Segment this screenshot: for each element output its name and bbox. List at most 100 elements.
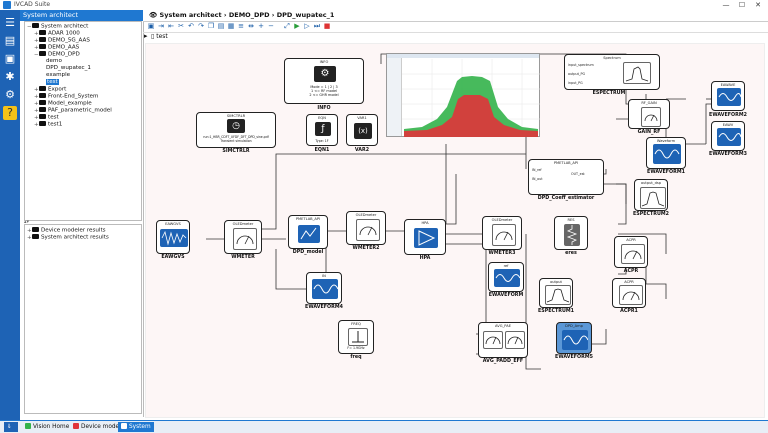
- expand-toggle-icon[interactable]: −: [27, 23, 32, 30]
- pin-icon[interactable]: ⇓: [4, 422, 18, 432]
- tree-item[interactable]: test: [41, 79, 59, 86]
- block-acpr[interactable]: ACPR: [614, 236, 648, 268]
- block-eqn[interactable]: EQN ƒ Type: 1F: [306, 114, 338, 146]
- block-freq[interactable]: FREQ F= 1.9GHz: [338, 320, 374, 354]
- block-ewaveform[interactable]: ref: [488, 262, 524, 292]
- expand-toggle-icon[interactable]: +: [34, 93, 39, 100]
- layout-icon[interactable]: ▤: [4, 34, 16, 47]
- panel-splitter[interactable]: ▴▾: [24, 219, 142, 227]
- run-icon[interactable]: ▶: [294, 22, 300, 30]
- block-header: Waveform: [656, 139, 676, 143]
- expand-toggle-icon[interactable]: +: [34, 121, 39, 128]
- tree-item[interactable]: −System architect: [27, 23, 88, 30]
- variable-icon: (x): [354, 123, 372, 139]
- block-ewaveform1[interactable]: Waveform: [646, 137, 686, 169]
- block-acpr1[interactable]: ACPR: [612, 278, 646, 308]
- block-ewaveform4[interactable]: IN: [306, 272, 342, 304]
- block-label: EQN1: [314, 148, 330, 153]
- tree-item[interactable]: +Model_example: [34, 100, 92, 107]
- block-eres[interactable]: RES: [554, 216, 588, 250]
- block-var[interactable]: VAR1 (x): [346, 114, 378, 146]
- block-wmeter2[interactable]: OLEDmeter: [346, 211, 386, 245]
- terminal-icon[interactable]: ▣: [4, 52, 16, 65]
- block-avg-padd-eff[interactable]: AVG_PAE: [478, 322, 528, 358]
- tree-item[interactable]: +PAF_parametric_model: [34, 107, 112, 114]
- spectrum-plot-window[interactable]: [386, 53, 540, 137]
- expand-toggle-icon[interactable]: +: [34, 37, 39, 44]
- debug-icon[interactable]: ▷: [304, 22, 310, 30]
- block-wmeter[interactable]: OLEDmeter: [224, 220, 262, 254]
- align-icon[interactable]: ≡: [238, 22, 244, 30]
- tree-item[interactable]: +DEMO_AAS: [34, 44, 79, 51]
- tab-test[interactable]: ▯ test: [151, 33, 168, 40]
- block-ewaveform5[interactable]: DPD_Amp: [556, 322, 592, 354]
- block-espectrum1[interactable]: output: [539, 278, 573, 308]
- save-icon[interactable]: ▣: [147, 22, 155, 30]
- expand-toggle-icon[interactable]: +: [34, 114, 39, 121]
- home-icon[interactable]: ☰: [5, 16, 15, 29]
- cut-icon[interactable]: ✂: [178, 22, 184, 30]
- tree-item[interactable]: +test: [34, 114, 59, 121]
- grid-icon[interactable]: ▦: [227, 22, 235, 30]
- expand-toggle-icon[interactable]: −: [34, 51, 39, 58]
- block-label: EAWGVS: [161, 255, 185, 260]
- block-dpd-model[interactable]: PMETLAB_API: [288, 215, 328, 249]
- taskbar-tab-active[interactable]: System: [118, 422, 154, 432]
- tree-item[interactable]: +Export: [34, 86, 66, 93]
- breadcrumb-item[interactable]: System architect: [159, 11, 222, 19]
- results-tree-item[interactable]: +System architect results: [27, 234, 109, 241]
- close-button[interactable]: ✕: [755, 1, 761, 9]
- expand-toggle-icon[interactable]: +: [27, 234, 32, 241]
- copy-icon[interactable]: ❐: [207, 22, 215, 30]
- taskbar-tab[interactable]: Vision Home: [22, 422, 72, 432]
- bug-icon[interactable]: ✱: [5, 70, 15, 83]
- block-hpa[interactable]: HPA: [404, 219, 446, 255]
- expand-toggle-icon[interactable]: +: [34, 30, 39, 37]
- block-gain-rf[interactable]: RF_GAIN: [628, 99, 670, 129]
- minimize-button[interactable]: —: [722, 1, 730, 9]
- block-espectrum2[interactable]: output_dsp: [634, 179, 668, 211]
- redo-icon[interactable]: ↷: [198, 22, 204, 30]
- tree-item[interactable]: +ADAR 1000: [34, 30, 80, 37]
- block-ewaveform2[interactable]: EAWAVE: [711, 81, 745, 111]
- export-icon[interactable]: ⇤: [168, 22, 174, 30]
- distribute-icon[interactable]: ⇹: [248, 22, 254, 30]
- expand-toggle-icon[interactable]: +: [34, 100, 39, 107]
- breadcrumb-item[interactable]: DEMO_DPD: [228, 11, 270, 19]
- schematic-canvas[interactable]: INFO ⚙ Mode = 1 | 2 | 3 1 <= RF model 2 …: [145, 43, 765, 418]
- tree-item[interactable]: example: [41, 72, 70, 79]
- expand-toggle-icon[interactable]: +: [34, 44, 39, 51]
- expand-toggle-icon[interactable]: +: [34, 86, 39, 93]
- step-icon[interactable]: ⏭: [313, 22, 321, 30]
- expand-toggle-icon[interactable]: +: [27, 227, 32, 234]
- tree-item[interactable]: DPD_wupatec_1: [41, 65, 91, 72]
- block-simctrlr[interactable]: SIMCTRLR ◷ run:1_HBR_CDFT_UFDF_DFT_DPD_s…: [196, 112, 276, 148]
- gear-icon[interactable]: ⚙: [5, 88, 15, 101]
- breadcrumb-item[interactable]: DPD_wupatec_1: [276, 11, 335, 19]
- taskbar-tab[interactable]: Device modeler: [70, 422, 130, 432]
- zoom-in-icon[interactable]: +: [258, 22, 264, 30]
- block-info[interactable]: INFO ⚙ Mode = 1 | 2 | 3 1 <= RF model 2 …: [284, 58, 364, 104]
- help-icon[interactable]: ?: [3, 106, 17, 120]
- tree-item[interactable]: demo: [41, 58, 62, 65]
- tree-item[interactable]: +test1: [34, 121, 62, 128]
- block-header: INFO: [319, 60, 329, 64]
- block-dpd-coeff[interactable]: PMETLAB_API IN_ref IN_out OUT_est: [528, 159, 604, 195]
- block-wmeter3[interactable]: OLEDmeter: [482, 216, 522, 250]
- undo-icon[interactable]: ↶: [188, 22, 194, 30]
- stop-icon[interactable]: ■: [323, 22, 331, 30]
- block-ewaveform3[interactable]: EAWV: [711, 121, 745, 151]
- import-icon[interactable]: ⇥: [158, 22, 164, 30]
- results-tree-item[interactable]: +Device modeler results: [27, 227, 106, 234]
- block-espectrum[interactable]: Spectrum input_spectrum output_PG input_…: [564, 54, 660, 90]
- tree-item[interactable]: +Front-End_System: [34, 93, 98, 100]
- tree-item[interactable]: −DEMO_DPD: [34, 51, 80, 58]
- expand-toggle-icon[interactable]: +: [34, 107, 39, 114]
- zoom-out-icon[interactable]: −: [268, 22, 274, 30]
- maximize-button[interactable]: ☐: [738, 1, 746, 9]
- fit-icon[interactable]: ⤢: [284, 22, 290, 30]
- tree-item[interactable]: +DEMO_5G_AAS: [34, 37, 90, 44]
- paste-icon[interactable]: ▤: [217, 22, 225, 30]
- block-eawgvs[interactable]: EAWGVS: [156, 220, 190, 254]
- meter-icon: [492, 224, 516, 246]
